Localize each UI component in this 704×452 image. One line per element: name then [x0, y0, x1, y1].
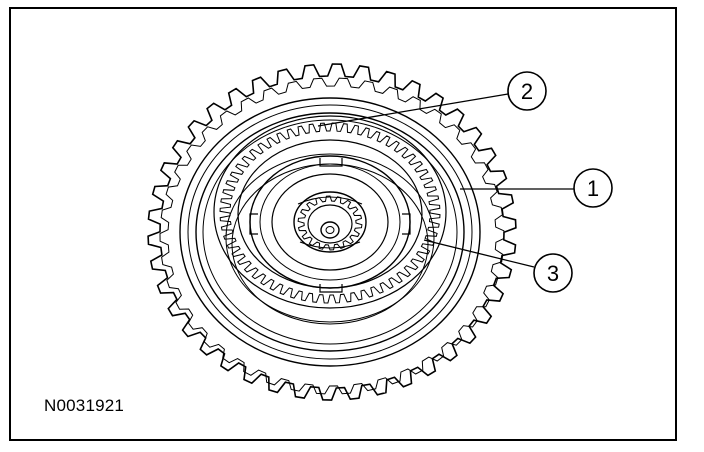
callout-circle-2 — [507, 71, 547, 111]
leader-lines — [317, 93, 574, 268]
callout-1: 1 — [573, 168, 613, 208]
hub-ring-3 — [271, 173, 389, 271]
spline-teeth — [297, 195, 363, 251]
hub-tab-top — [319, 158, 343, 167]
callout-2: 2 — [507, 71, 547, 111]
drum-ring-1 — [179, 97, 481, 367]
figure-id-label: N0031921 — [44, 396, 125, 415]
leader-line-3 — [423, 239, 535, 268]
clutch-plate-teeth — [219, 122, 441, 304]
drum-ring-4 — [202, 119, 458, 345]
outer-rim-inner-edge — [159, 77, 505, 395]
callout-3: 3 — [533, 253, 573, 293]
callout-circle-1 — [573, 168, 613, 208]
drum-ring-2 — [187, 104, 473, 360]
callout-circle-3 — [533, 253, 573, 293]
center-bore — [320, 221, 340, 239]
clutch-plate-inner — [237, 139, 423, 289]
hub-ring-2 — [259, 163, 401, 281]
callout-number-1: 1 — [587, 176, 599, 201]
callout-number-2: 2 — [521, 79, 533, 104]
callout-number-3: 3 — [547, 261, 559, 286]
spline-inner — [307, 204, 353, 244]
figure-border — [9, 7, 677, 441]
leader-line-2 — [317, 93, 509, 127]
clutch-drum-assembly — [147, 63, 517, 401]
clutch-plate-lower-1 — [225, 153, 435, 323]
clutch-plate-outer — [213, 115, 447, 309]
hub-tab-bottom — [319, 284, 343, 293]
spline-outer — [293, 191, 367, 253]
drum-ring-3 — [195, 112, 465, 352]
center-bore-inner — [325, 226, 335, 234]
hub-tab-left — [249, 213, 258, 235]
hub-tab-right — [402, 213, 411, 235]
hub-shading — [297, 196, 363, 249]
